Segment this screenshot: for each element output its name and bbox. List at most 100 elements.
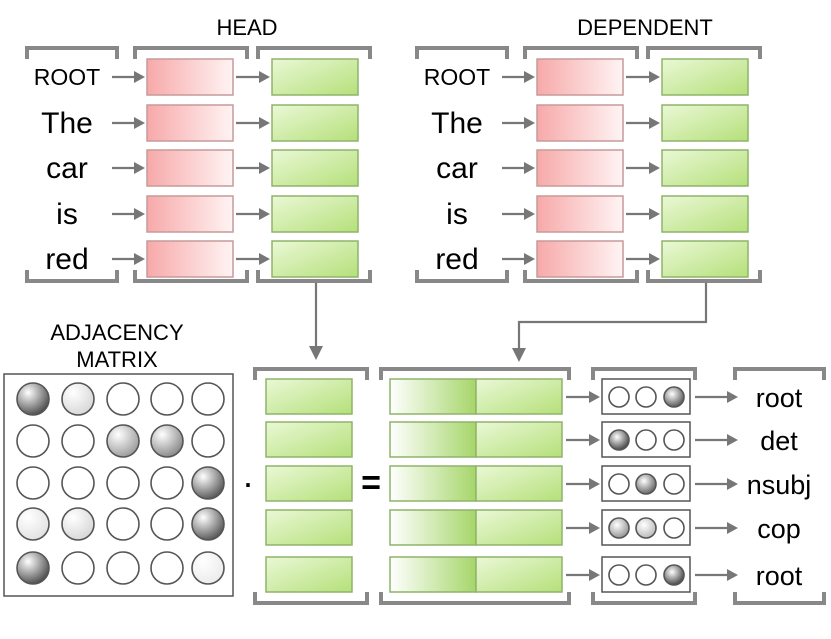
dependent-pink-vector-4 (536, 240, 624, 278)
adjacency-title-line1: ADJACENCY (50, 320, 184, 345)
head-word-arrow-3-head (134, 208, 145, 220)
dependent-pink-arrow-3-head (649, 208, 660, 220)
concat-left-vector-1 (389, 421, 477, 458)
concat-left-vector-0 (389, 378, 477, 415)
head-green-vector-4 (271, 240, 359, 278)
head-pink-arrow-0-head (259, 71, 270, 83)
score-cell-4-0 (608, 564, 630, 586)
concat-right-vector-3 (475, 509, 563, 546)
product-vector-3 (265, 509, 353, 546)
score-arrow-4-head (727, 569, 738, 581)
head-word-arrow-4-head (134, 253, 145, 265)
adjacency-cell-2-2 (106, 466, 140, 500)
dependent-word-bracket-bottom (415, 270, 509, 283)
head-green-vector-3 (271, 195, 359, 233)
score-arrow-3-head (727, 522, 738, 534)
head-pink-vector-1 (146, 104, 234, 142)
dependent-word-1: The (431, 107, 483, 140)
dependent-word-arrow-2-head (524, 162, 535, 174)
score-box-0 (601, 378, 691, 415)
product-vector-2 (265, 465, 353, 502)
score-cell-0-2 (663, 386, 685, 408)
adjacency-cell-3-3 (150, 507, 184, 541)
product-bracket-top (253, 367, 369, 380)
score-cell-4-2 (663, 564, 685, 586)
product-vector-1 (265, 421, 353, 458)
dependent-word-0: ROOT (424, 64, 490, 90)
head-green-vector-2 (271, 149, 359, 187)
concat-right-vector-2 (475, 465, 563, 502)
adjacency-cell-1-0 (16, 424, 50, 458)
adjacency-cell-3-4 (191, 507, 225, 541)
score-box-2 (601, 465, 691, 502)
dependent-green-vector-0 (661, 58, 749, 96)
score-arrow-2-head (727, 478, 738, 490)
adjacency-cell-1-2 (106, 424, 140, 458)
score-box-4 (601, 556, 691, 593)
adjacency-cell-0-1 (61, 382, 95, 416)
dependent-down-connector (517, 283, 708, 352)
dependent-word-arrow-1-head (524, 117, 535, 129)
adjacency-cell-1-1 (61, 424, 95, 458)
product-vector-4 (265, 556, 353, 593)
adjacency-cell-0-2 (106, 382, 140, 416)
dependent-pink-vector-0 (536, 58, 624, 96)
score-arrow-0-head (727, 391, 738, 403)
adjacency-matrix-frame (3, 373, 234, 597)
head-pink-arrow-3-head (259, 208, 270, 220)
head-down-connector-head (309, 346, 323, 360)
dependent-pink-vector-1 (536, 104, 624, 142)
adjacency-cell-0-3 (150, 382, 184, 416)
dependent-pink-vector-3 (536, 195, 624, 233)
head-word-bracket-bottom (25, 270, 119, 283)
concat-right-vector-4 (475, 556, 563, 593)
relation-bracket-bottom (733, 592, 826, 605)
head-green-bracket-top (256, 46, 372, 59)
dependent-green-vector-4 (661, 240, 749, 278)
head-pink-vector-4 (146, 240, 234, 278)
head-word-1: The (41, 107, 93, 140)
score-cell-3-1 (635, 517, 657, 539)
adjacency-cell-4-1 (61, 551, 95, 585)
dot-operator: · (242, 462, 254, 503)
adjacency-cell-2-1 (61, 466, 95, 500)
concat-arrow-2-head (589, 478, 600, 490)
score-cell-2-1 (635, 473, 657, 495)
dependent-pink-vector-2 (536, 149, 624, 187)
concat-bracket-top (379, 367, 571, 380)
head-pink-bracket-top (133, 46, 249, 59)
adjacency-cell-2-3 (150, 466, 184, 500)
head-word-bracket-top (25, 46, 119, 59)
concat-right-vector-1 (475, 421, 563, 458)
dependent-pink-arrow-2-head (649, 162, 660, 174)
head-green-bracket-bottom (256, 270, 372, 283)
adjacency-cell-3-1 (61, 507, 95, 541)
concat-arrow-1-head (589, 434, 600, 446)
score-arrow-1-head (727, 434, 738, 446)
dependent-green-vector-2 (661, 149, 749, 187)
relation-label-4: root (756, 561, 803, 591)
score-cell-1-2 (663, 429, 685, 451)
head-word-arrow-2-head (134, 162, 145, 174)
adjacency-cell-2-4 (191, 466, 225, 500)
dependent-word-bracket-top (415, 46, 509, 59)
head-word-arrow-1-head (134, 117, 145, 129)
score-cell-3-2 (663, 517, 685, 539)
score-bracket-top (591, 367, 697, 380)
head-pink-vector-2 (146, 149, 234, 187)
concat-left-vector-2 (389, 465, 477, 502)
relation-label-1: det (760, 426, 798, 456)
adjacency-cell-4-4 (191, 551, 225, 585)
relation-bracket-top (733, 367, 826, 380)
adjacency-cell-4-0 (16, 551, 50, 585)
adjacency-cell-4-2 (106, 551, 140, 585)
adjacency-cell-3-0 (16, 507, 50, 541)
concat-arrow-4-head (589, 569, 600, 581)
product-bracket-bottom (253, 592, 369, 605)
score-cell-4-1 (635, 564, 657, 586)
score-cell-1-0 (608, 429, 630, 451)
dependent-green-bracket-bottom (646, 270, 762, 283)
dependent-pink-bracket-top (523, 46, 639, 59)
dependent-pink-bracket-bottom (523, 270, 639, 283)
